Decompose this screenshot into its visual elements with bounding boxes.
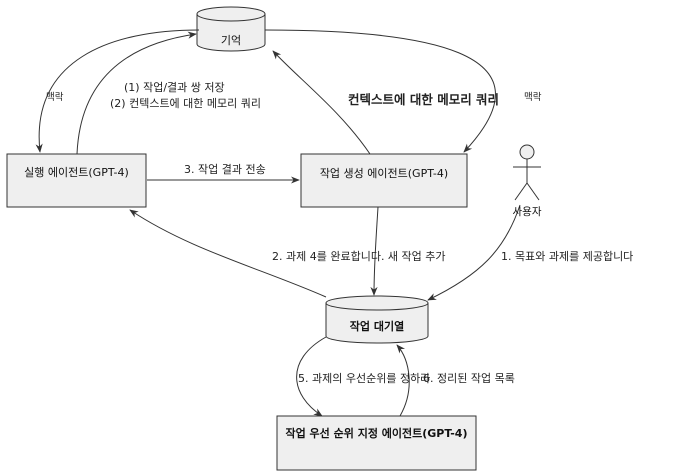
user-actor	[513, 144, 541, 201]
exec-agent-node	[6, 153, 147, 208]
edge-label-context-right: 맥락	[524, 92, 542, 103]
user-label: 사용자	[512, 206, 542, 218]
edge-memory-to-creation	[264, 29, 496, 153]
task-queue-label: 작업 대기열	[349, 320, 405, 333]
edge-label-context-left: 맥락	[46, 92, 64, 103]
edge-label-prioritize: 5. 과제의 우선순위를 정하라	[298, 372, 431, 385]
edge-label-send-result: 3. 작업 결과 전송	[184, 163, 266, 176]
edge-queue-to-prioritization	[296, 336, 327, 417]
memory-node	[196, 6, 266, 52]
prioritization-agent-label: 작업 우선 순위 지정 에이전트(GPT-4)	[285, 427, 468, 440]
edge-label-context-query: 컨텍스트에 대한 메모리 쿼리	[348, 92, 500, 107]
task-queue-node	[325, 295, 429, 344]
edge-memory-to-exec	[35, 29, 200, 153]
edge-queue-to-exec	[129, 209, 327, 298]
edge-label-complete-add: 2. 과제 4를 완료합니다. 새 작업 추가	[272, 250, 446, 263]
edge-prioritization-to-queue	[396, 344, 410, 417]
edge-creation-to-memory	[272, 50, 371, 155]
prioritization-agent-node	[276, 415, 477, 471]
task-creation-agent-node	[300, 153, 468, 208]
edge-label-cleaned-list: 6. 정리된 작업 목록	[423, 372, 515, 385]
edge-user-to-queue	[427, 204, 521, 301]
memory-label: 기억	[220, 34, 242, 47]
task-creation-agent-label: 작업 생성 에이전트(GPT-4)	[319, 167, 449, 180]
edge-label-memory-query: (2) 컨텍스트에 대한 메모리 쿼리	[110, 97, 262, 110]
edge-creation-to-queue	[370, 206, 379, 296]
exec-agent-label: 실행 에이전트(GPT-4)	[24, 166, 129, 179]
edge-label-store-pair: (1) 작업/결과 쌍 저장	[124, 81, 225, 94]
edge-label-provide-goal: 1. 목표와 과제를 제공합니다	[501, 250, 634, 263]
edge-exec-to-memory	[76, 31, 197, 155]
